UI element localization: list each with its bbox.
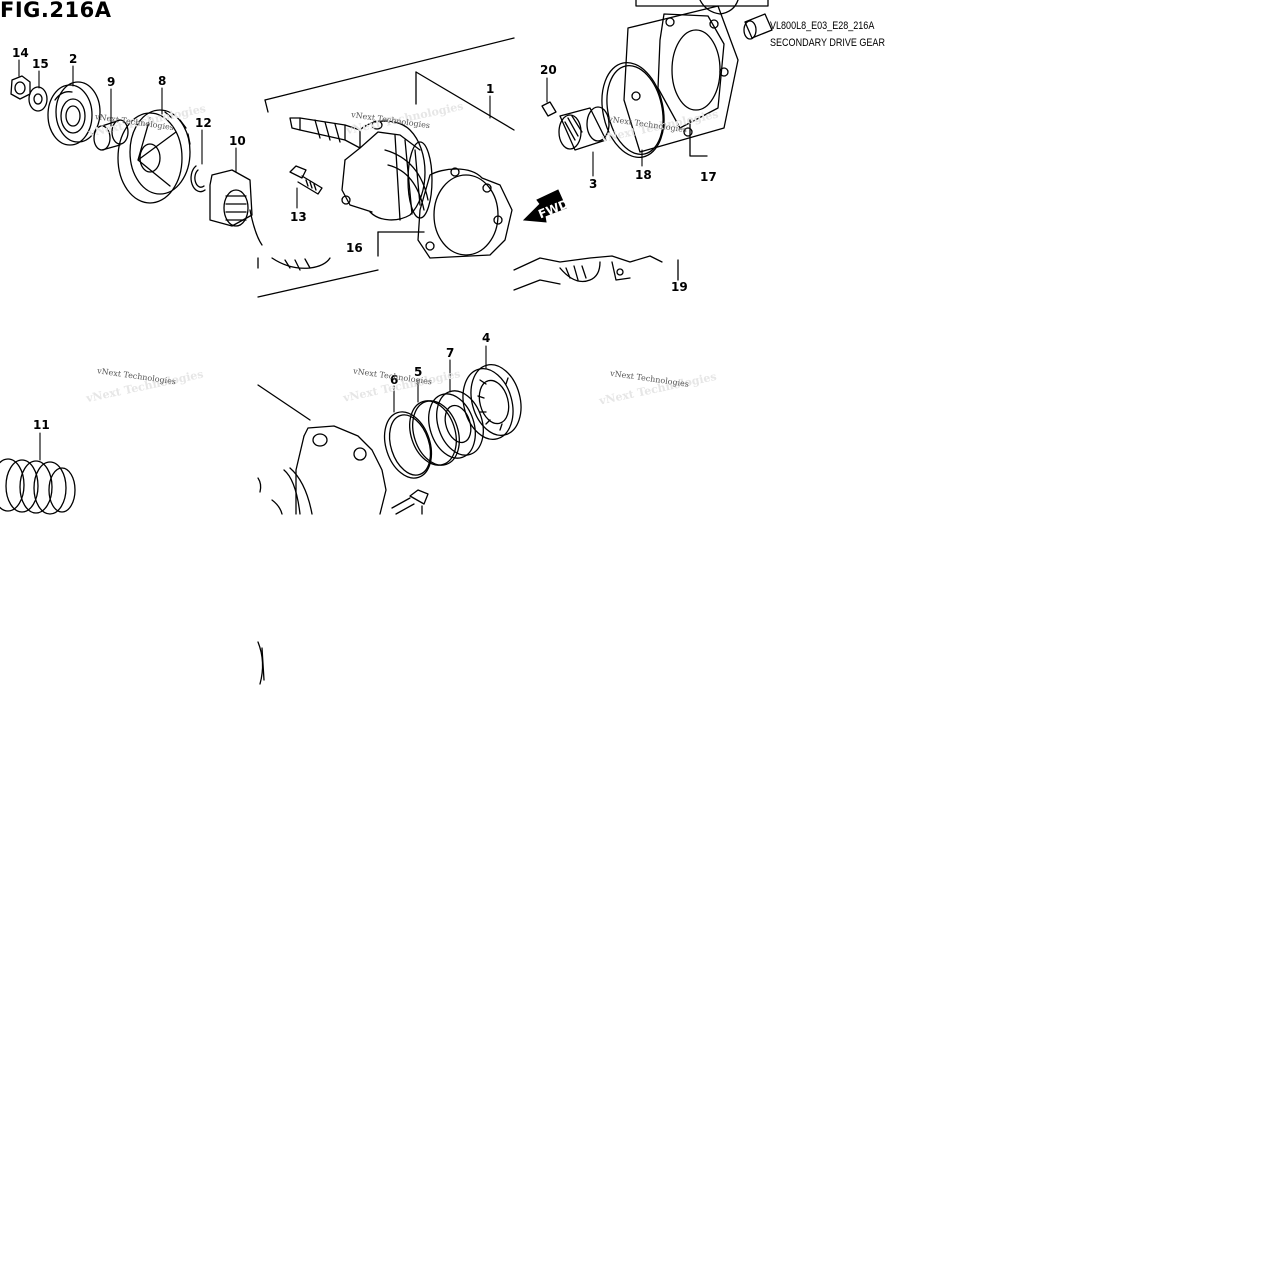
part-1-lower-housing xyxy=(257,384,387,515)
callout-numbers: 14 15 2 9 8 12 10 13 1 16 20 3 18 17 19 … xyxy=(12,46,717,432)
callout-7: 7 xyxy=(446,346,454,360)
panel-outline-top xyxy=(257,37,515,298)
callout-6: 6 xyxy=(390,373,398,387)
part-8-gear xyxy=(117,109,191,204)
callout-8: 8 xyxy=(158,74,166,88)
fwd-direction-arrow: FWD xyxy=(522,189,571,223)
part-13-bolt xyxy=(289,165,323,195)
part-14-nut xyxy=(10,75,31,100)
part-5-shim xyxy=(409,400,460,466)
part-12-circlip xyxy=(190,165,206,193)
callout-20: 20 xyxy=(540,63,557,77)
figure-code: VL800L8_E03_E28_216A xyxy=(770,20,875,32)
part-19-housing-partial xyxy=(513,255,679,291)
part-18-o-ring xyxy=(601,61,665,159)
callout-11: 11 xyxy=(33,418,50,432)
figure-name: SECONDARY DRIVE GEAR xyxy=(770,37,885,49)
callout-5: 5 xyxy=(414,365,422,379)
callout-leaders xyxy=(18,59,643,461)
panel-bottom-partial xyxy=(257,641,265,685)
callout-15: 15 xyxy=(32,57,49,71)
part-16-gasket xyxy=(377,167,513,259)
part-6-o-ring xyxy=(383,411,433,479)
callout-13: 13 xyxy=(290,210,307,224)
part-4-lock-nut xyxy=(462,364,522,440)
callout-16: 16 xyxy=(346,241,363,255)
callout-14: 14 xyxy=(12,46,29,60)
callout-4: 4 xyxy=(482,331,490,345)
part-15-washer xyxy=(28,86,48,112)
part-3-needle-bearing xyxy=(558,106,610,151)
part-top-right-partial xyxy=(635,0,773,40)
callout-12: 12 xyxy=(195,116,212,130)
callout-10: 10 xyxy=(229,134,246,148)
callout-3: 3 xyxy=(589,177,597,191)
callout-18: 18 xyxy=(635,168,652,182)
part-1-drive-gear-assy xyxy=(289,71,515,221)
part-11-spring xyxy=(0,458,76,515)
part-2-bearing xyxy=(47,81,101,146)
callout-1: 1 xyxy=(486,82,494,96)
callout-17: 17 xyxy=(700,170,717,184)
callout-19: 19 xyxy=(671,280,688,294)
part-20-pin xyxy=(541,101,557,117)
part-10-coupling xyxy=(209,169,253,227)
callout-9: 9 xyxy=(107,75,115,89)
panel-top-lower-detail xyxy=(249,209,331,271)
callout-2: 2 xyxy=(69,52,77,66)
figure-title: FIG.216A xyxy=(0,0,112,22)
part-13-lower-bolt xyxy=(391,489,429,515)
